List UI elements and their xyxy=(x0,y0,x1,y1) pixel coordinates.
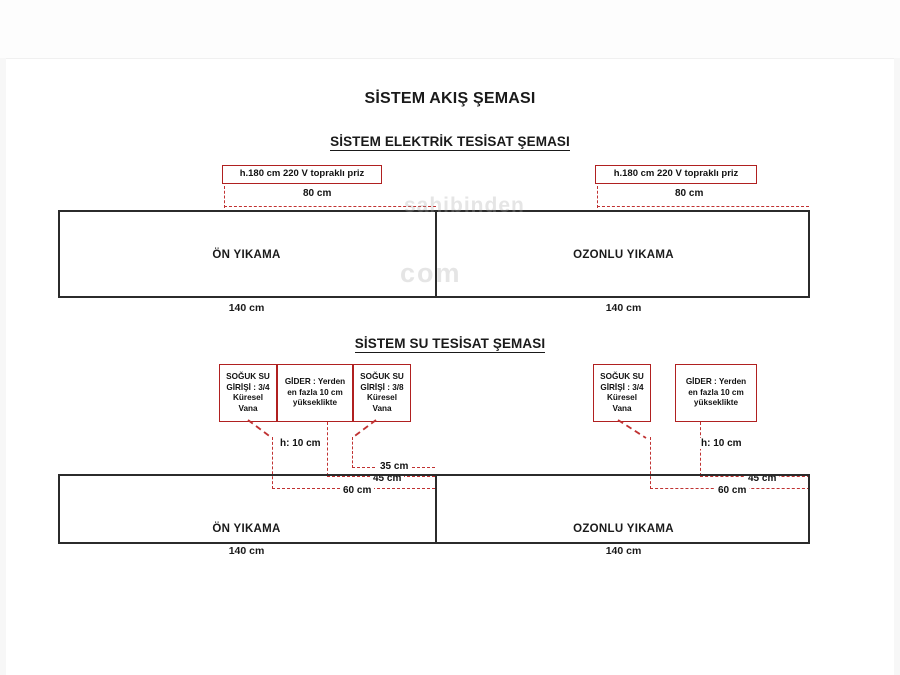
annotation-socket-right: h.180 cm 220 V topraklı priz xyxy=(595,165,757,184)
annotation-cold-water-left-38: SOĞUK SU GİRİŞİ : 3/8 Küresel Vana xyxy=(353,364,411,422)
annotation-line: en fazla 10 cm xyxy=(287,387,343,397)
page-edge-top xyxy=(0,0,900,59)
route-socket-right-horizontal xyxy=(597,206,809,207)
annotation-drain-left: GİDER : Yerden en fazla 10 cm yükseklikt… xyxy=(277,364,353,422)
annotation-line: SOĞUK SU xyxy=(360,372,404,381)
annotation-line: SOĞUK SU xyxy=(600,372,644,381)
annotation-line: Küresel xyxy=(366,393,398,402)
route-socket-left-horizontal xyxy=(224,206,436,207)
electrical-unit-width-left: 140 cm xyxy=(228,302,265,314)
annotation-line: GİDER : Yerden xyxy=(284,377,346,387)
leader-lines-left xyxy=(247,419,377,439)
section-title-water-text: SİSTEM SU TESİSAT ŞEMASI xyxy=(354,336,546,353)
page-title: SİSTEM AKIŞ ŞEMASI xyxy=(364,90,536,107)
annotation-drain-right: GİDER : Yerden en fazla 10 cm yükseklikt… xyxy=(675,364,757,422)
annotation-line: GİRİŞİ : 3/8 xyxy=(360,382,404,392)
annotation-line: GİRİŞİ : 3/4 xyxy=(600,382,644,392)
route-socket-right-vertical xyxy=(597,186,598,208)
annotation-line: yükseklikte xyxy=(693,398,739,408)
section-title-water: SİSTEM SU TESİSAT ŞEMASI xyxy=(0,336,900,353)
route-left-drop-34 xyxy=(272,437,273,489)
water-unit-width-left: 140 cm xyxy=(228,545,265,557)
annotation-line: SOĞUK SU xyxy=(226,372,270,381)
annotation-socket-left: h.180 cm 220 V topraklı priz xyxy=(222,165,382,184)
annotation-line: Vana xyxy=(238,403,258,413)
route-socket-left-vertical xyxy=(224,186,225,208)
annotation-line: yükseklikte xyxy=(292,398,338,408)
leader-lines-right xyxy=(617,419,647,439)
water-machine-divider xyxy=(435,474,437,544)
annotation-cold-water-right-34: SOĞUK SU GİRİŞİ : 3/4 Küresel Vana xyxy=(593,364,651,422)
dim-right-height: h: 10 cm xyxy=(698,438,745,449)
dim-right-45: 45 cm xyxy=(745,473,780,484)
electrical-unit-label-ozonlu-yikama: OZONLU YIKAMA xyxy=(573,249,674,261)
route-right-drop-drain xyxy=(700,422,701,476)
water-machine-outline xyxy=(58,474,810,544)
route-right-drop-34 xyxy=(650,437,651,489)
dim-left-height: h: 10 cm xyxy=(277,438,324,449)
annotation-line: Küresel xyxy=(606,393,638,402)
section-title-electrical-text: SİSTEM ELEKTRİK TESİSAT ŞEMASI xyxy=(330,134,570,151)
dim-left-45: 45 cm xyxy=(370,473,405,484)
dim-left-35: 35 cm xyxy=(377,461,412,472)
dim-socket-left-offset: 80 cm xyxy=(300,188,335,199)
water-unit-label-on-yikama: ÖN YIKAMA xyxy=(212,523,281,535)
annotation-line: Vana xyxy=(372,403,392,413)
route-left-drop-drain xyxy=(327,422,328,476)
route-left-drop-38 xyxy=(352,437,353,468)
page-edge-left xyxy=(0,58,6,675)
annotation-line: en fazla 10 cm xyxy=(688,387,744,397)
annotation-line: GİDER : Yerden xyxy=(685,377,747,387)
water-unit-width-right: 140 cm xyxy=(605,545,642,557)
page-edge-right xyxy=(894,58,900,675)
annotation-cold-water-left-34: SOĞUK SU GİRİŞİ : 3/4 Küresel Vana xyxy=(219,364,277,422)
section-title-electrical: SİSTEM ELEKTRİK TESİSAT ŞEMASI xyxy=(0,134,900,151)
dim-left-60: 60 cm xyxy=(340,485,375,496)
dim-right-60: 60 cm xyxy=(715,485,750,496)
annotation-line: GİRİŞİ : 3/4 xyxy=(226,382,270,392)
annotation-line: Küresel xyxy=(232,393,264,402)
electrical-unit-label-on-yikama: ÖN YIKAMA xyxy=(212,249,281,261)
electrical-machine-outline xyxy=(58,210,810,298)
annotation-line: Vana xyxy=(612,403,632,413)
dim-socket-right-offset: 80 cm xyxy=(672,188,707,199)
water-unit-label-ozonlu-yikama: OZONLU YIKAMA xyxy=(573,523,674,535)
electrical-machine-divider xyxy=(435,210,437,298)
electrical-unit-width-right: 140 cm xyxy=(605,302,642,314)
